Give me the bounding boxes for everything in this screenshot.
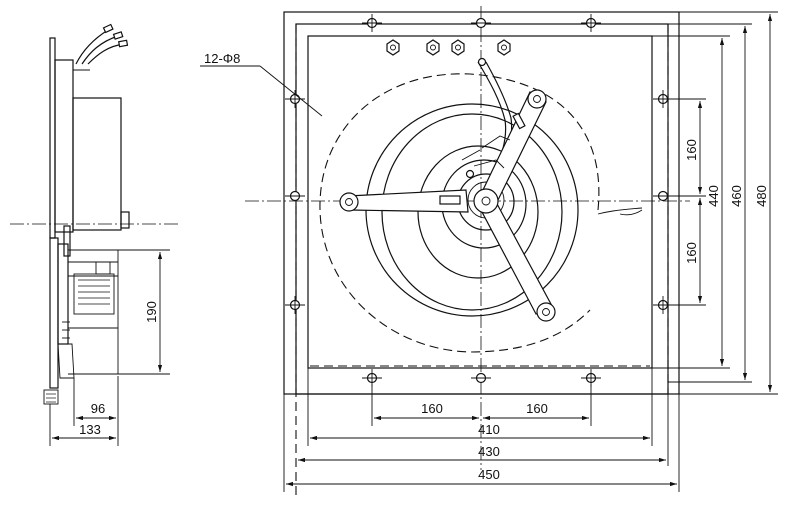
- impeller-outline: [319, 73, 600, 353]
- dim-height-480: 480: [754, 185, 769, 207]
- nut-icon: [497, 39, 511, 56]
- nuts: [386, 39, 511, 56]
- dim-height-440: 440: [706, 185, 721, 207]
- inner-frame-410: [307, 35, 653, 369]
- dim-bottom-left-pitch: 160: [421, 401, 443, 416]
- nut-icon: [426, 39, 440, 56]
- cable-icon: [75, 29, 109, 65]
- dim-bottom-right-pitch: 160: [526, 401, 548, 416]
- holes-callout: 12-Φ8: [204, 51, 240, 66]
- dim-width-450: 450: [478, 467, 500, 482]
- dim-side-depth-inner: 96: [91, 401, 105, 416]
- mounting-holes: [285, 14, 673, 387]
- dim-side-height: 190: [144, 301, 159, 323]
- nut-icon: [451, 39, 465, 56]
- front-view: 12-Φ8 160 160 440 460 480 160 160 410: [200, 6, 778, 500]
- dim-right-upper-pitch: 160: [684, 139, 699, 161]
- mounting-hole-icon: [653, 296, 673, 314]
- mounting-hole-icon: [362, 14, 382, 32]
- side-view: 190 96 133: [10, 23, 180, 446]
- dim-side-depth-outer: 133: [79, 422, 101, 437]
- mounting-hole-icon: [653, 190, 673, 202]
- dim-width-410: 410: [478, 422, 500, 437]
- mounting-hole-icon: [285, 296, 305, 314]
- mounting-hole-icon: [471, 17, 491, 29]
- mounting-hole-icon: [581, 14, 601, 32]
- nut-icon: [386, 39, 400, 56]
- dim-width-430: 430: [478, 444, 500, 459]
- dim-height-460: 460: [729, 185, 744, 207]
- motor-bracket: [339, 89, 556, 322]
- mounting-hole-icon: [285, 90, 305, 108]
- dim-right-lower-pitch: 160: [684, 242, 699, 264]
- mounting-hole-icon: [471, 372, 491, 384]
- mounting-hole-icon: [285, 190, 305, 202]
- mounting-hole-icon: [581, 369, 601, 387]
